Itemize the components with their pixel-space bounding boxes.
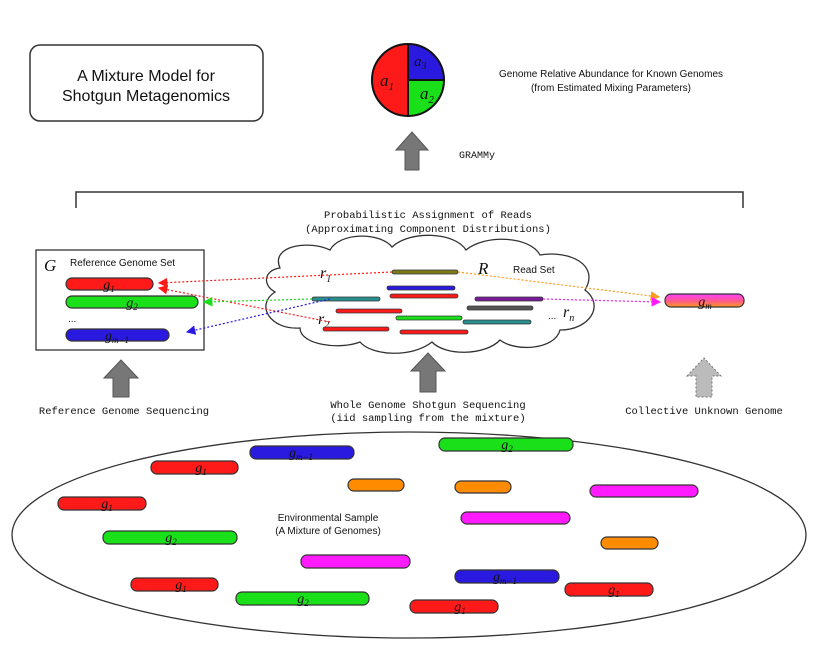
reference-set-title: Reference Genome Set bbox=[70, 258, 175, 269]
read-bar bbox=[386, 285, 456, 291]
label-ref-seq: Reference Genome Sequencing bbox=[39, 406, 209, 418]
pie-slice-a3 bbox=[407, 42, 446, 81]
pie-label-a2: a2 bbox=[420, 84, 435, 106]
ref-genome-gm-1 bbox=[65, 328, 170, 342]
env-fragment bbox=[589, 484, 699, 498]
unknown-genome-gm bbox=[664, 293, 745, 308]
env-fragment-label: g1 bbox=[454, 600, 466, 616]
read-bar bbox=[389, 293, 459, 299]
env-fragment bbox=[564, 582, 654, 597]
abundance-text-line1: Genome Relative Abundance for Known Geno… bbox=[499, 69, 723, 80]
env-fragment-label: g2 bbox=[501, 438, 513, 454]
ref-seq-arrow-icon bbox=[102, 359, 140, 398]
assignment-text-line2: (Approximating Component Distributions) bbox=[305, 224, 551, 236]
read-bar bbox=[335, 308, 403, 314]
ref-genome-g2-label: g2 bbox=[126, 296, 138, 312]
assign-arrow-red-2 bbox=[157, 284, 331, 323]
assignment-bracket bbox=[75, 191, 744, 208]
assign-arrow-orange bbox=[457, 271, 661, 301]
title-box: A Mixture Model for Shotgun Metagenomics bbox=[29, 44, 264, 122]
env-fragment-label: g2 bbox=[165, 531, 177, 547]
ref-genome-g1 bbox=[65, 277, 154, 291]
read-bar bbox=[399, 329, 469, 335]
env-fragment-label: g1 bbox=[101, 497, 113, 513]
env-fragment-label: g1 bbox=[175, 578, 187, 594]
env-fragment bbox=[150, 460, 239, 475]
read-rn-prefix: ... bbox=[548, 311, 556, 322]
env-fragment bbox=[300, 554, 411, 569]
grammy-label: GRAMMy bbox=[459, 151, 495, 162]
unknown-genome-label: gm bbox=[698, 295, 712, 311]
pie-label-a3: a3 bbox=[414, 54, 427, 72]
read-r1-label: r1 bbox=[320, 265, 331, 285]
read-rn-label: rn bbox=[563, 304, 574, 324]
reference-genome-set: G Reference Genome Set g1 g2 ... gm−1 bbox=[35, 249, 205, 351]
env-fragment bbox=[57, 496, 147, 511]
env-fragment bbox=[438, 437, 574, 452]
env-fragment bbox=[600, 536, 659, 550]
assignment-text-line1: Probabilistic Assignment of Reads bbox=[324, 210, 532, 222]
title-box-frame bbox=[29, 44, 264, 122]
env-fragment bbox=[460, 511, 571, 525]
read-set-title: Read Set bbox=[513, 265, 555, 276]
assign-arrow-red bbox=[157, 271, 393, 288]
label-wgs-line1: Whole Genome Shotgun Sequencing bbox=[330, 400, 525, 412]
env-fragment-label: g1 bbox=[608, 583, 620, 599]
title-line2: Shotgun Metagenomics bbox=[62, 88, 230, 105]
read-bar bbox=[474, 296, 544, 302]
read-bar bbox=[391, 269, 459, 275]
abundance-pie: a1 a2 a3 bbox=[371, 42, 446, 118]
pie-label-a1: a1 bbox=[380, 71, 394, 93]
pie-slice-a2 bbox=[407, 79, 446, 118]
env-fragment bbox=[454, 480, 512, 494]
ref-genome-gm-1-label: gm−1 bbox=[105, 329, 129, 345]
label-unknown: Collective Unknown Genome bbox=[625, 406, 783, 418]
env-fragment bbox=[130, 577, 219, 592]
env-fragment bbox=[102, 530, 238, 545]
read-set-symbol: R bbox=[477, 259, 489, 278]
env-fragment bbox=[347, 478, 405, 492]
read-bar bbox=[322, 326, 390, 332]
grammy-arrow-icon bbox=[394, 131, 430, 171]
env-fragment bbox=[249, 445, 355, 460]
abundance-text-line2: (from Estimated Mixing Parameters) bbox=[531, 83, 691, 94]
environment-line2: (A Mixture of Genomes) bbox=[275, 526, 381, 537]
read-set-cloud: r1 R Read Set r2 ... rn bbox=[265, 234, 595, 354]
read-bar bbox=[466, 305, 534, 311]
wgs-arrow-icon bbox=[409, 352, 447, 393]
ref-genome-g1-label: g1 bbox=[103, 278, 115, 294]
read-bar bbox=[311, 296, 381, 302]
pie-slice-a1 bbox=[371, 42, 409, 118]
env-fragment-label: gm−1 bbox=[289, 446, 313, 462]
env-fragment-label: gm−1 bbox=[493, 570, 517, 586]
title-line1: A Mixture Model for bbox=[77, 68, 216, 85]
reference-set-symbol: G bbox=[44, 256, 56, 275]
label-wgs-line2: (iid sampling from the mixture) bbox=[330, 413, 525, 425]
read-r2-label: r2 bbox=[318, 311, 329, 331]
assign-arrow-magenta bbox=[542, 296, 662, 307]
environment-line1: Environmental Sample bbox=[278, 513, 379, 524]
read-bar bbox=[462, 319, 532, 325]
env-fragment bbox=[454, 569, 560, 584]
env-fragment-label: g2 bbox=[297, 592, 309, 608]
unknown-arrow-icon bbox=[685, 357, 723, 398]
env-fragment bbox=[409, 599, 499, 614]
environment-fragments: g1 gm−1 g2 g1 g2 g1 gm−1 g1 g2 g1 bbox=[57, 437, 699, 616]
read-bar bbox=[395, 315, 463, 321]
assign-arrow-blue bbox=[185, 298, 331, 335]
env-fragment-label: g1 bbox=[195, 461, 207, 477]
env-fragment bbox=[235, 591, 370, 606]
ref-genome-g2 bbox=[65, 295, 199, 309]
ref-genome-ellipsis: ... bbox=[68, 314, 76, 325]
